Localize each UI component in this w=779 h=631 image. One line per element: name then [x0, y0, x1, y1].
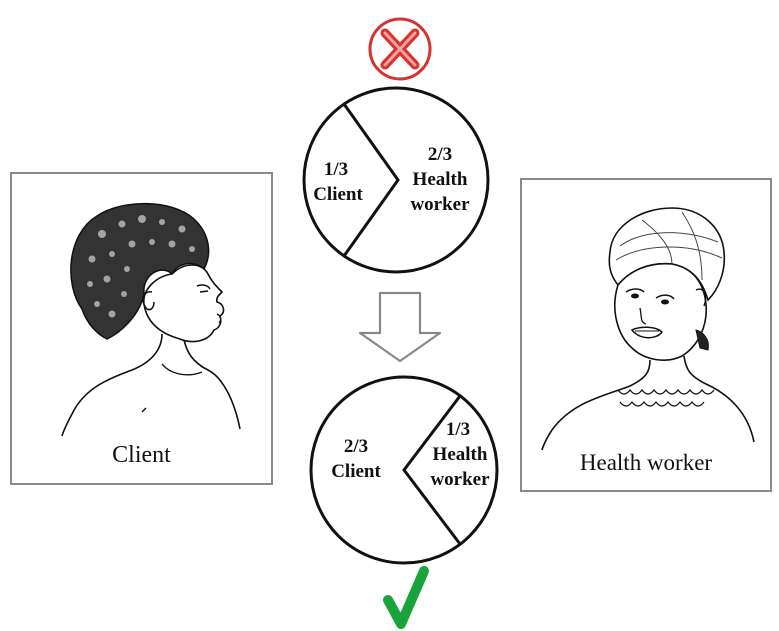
bottom-pie-right-share: 1/3 [446, 419, 470, 440]
bottom-pie-left-share: 2/3 [344, 436, 368, 457]
client-caption: Client [112, 442, 171, 468]
bottom-pie-right-label-line1: Health [433, 444, 488, 465]
top-pie-right-share: 2/3 [428, 144, 452, 165]
green-check-icon [383, 566, 429, 629]
health-worker-panel: Health worker [520, 178, 772, 492]
red-x-icon [368, 17, 432, 81]
top-pie: 1/3 Client 2/3 Health worker [302, 86, 490, 274]
top-pie-left-label: Client [313, 184, 363, 205]
top-pie-left-share: 1/3 [324, 159, 348, 180]
down-arrow-icon [358, 291, 442, 363]
client-panel: Client [10, 172, 273, 485]
bottom-pie: 2/3 Client 1/3 Health worker [309, 375, 499, 565]
bottom-pie-right-label-line2: worker [430, 469, 490, 490]
health-worker-illustration [541, 207, 755, 451]
bottom-pie-left-label: Client [331, 461, 381, 482]
health-worker-caption: Health worker [579, 450, 713, 475]
top-pie-right-label-line2: worker [410, 194, 470, 215]
top-pie-right-label-line1: Health [413, 169, 468, 190]
client-illustration [61, 202, 241, 437]
